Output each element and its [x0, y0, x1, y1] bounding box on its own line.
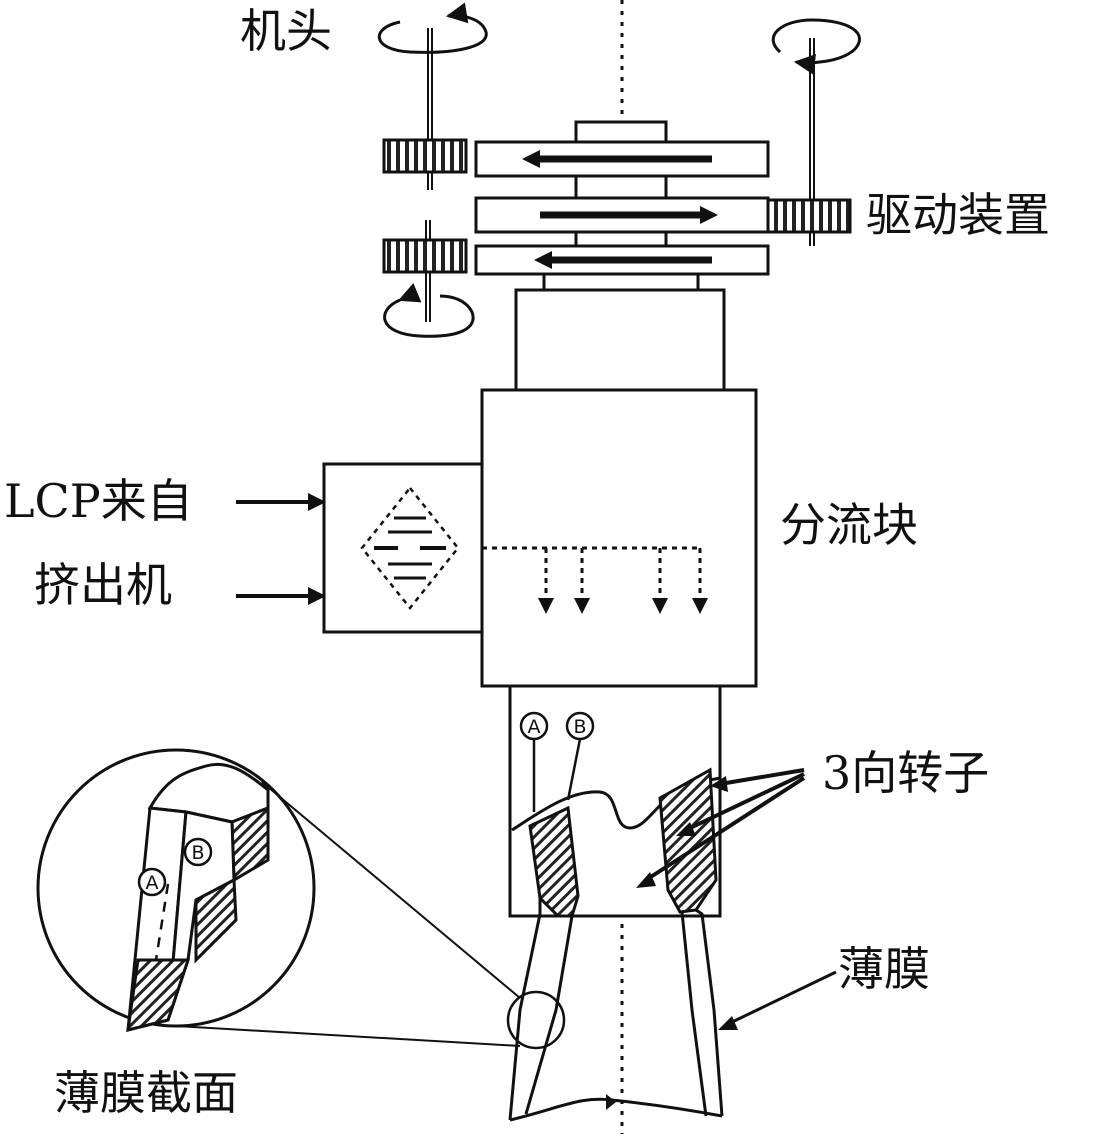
- label-rotor: 3向转子: [822, 746, 990, 800]
- gear-icon: [766, 198, 852, 234]
- rotate-arrow-icon: [771, 18, 861, 75]
- svg-text:B: B: [191, 842, 204, 864]
- rotor-leaders: [636, 768, 806, 888]
- label-film: 薄膜: [838, 942, 930, 996]
- label-splitter: 分流块: [780, 498, 918, 552]
- svg-text:A: A: [146, 872, 159, 894]
- rotate-arrow-icon: [383, 283, 475, 338]
- inlet-block: [322, 462, 484, 634]
- rotate-arrow-icon: [378, 2, 488, 54]
- flow-distribution: [482, 546, 702, 600]
- label-drive: 驱动装置: [866, 188, 1050, 242]
- gear-icon: [382, 238, 468, 274]
- label-lcp-extruder: 挤出机: [34, 558, 172, 612]
- film-section-detail: A B: [126, 762, 270, 1032]
- marker-b-rotor: B: [565, 711, 595, 801]
- film-tube: [508, 898, 724, 1122]
- left-spindle-bottom: [383, 220, 475, 338]
- gear-icon: [382, 138, 468, 174]
- drive-plate-3: [474, 244, 770, 276]
- callout-line-bottom: [175, 1025, 521, 1047]
- svg-text:B: B: [573, 716, 586, 738]
- film-leader: [718, 970, 837, 1030]
- callout-line-top: [261, 781, 521, 999]
- drive-hub: [574, 174, 668, 200]
- inlet-arrow-bottom: [236, 587, 326, 605]
- drive-plate-2: [474, 196, 770, 234]
- label-lcp-source: LCP来自: [4, 474, 193, 528]
- flow-diamond: [360, 485, 460, 611]
- svg-text:A: A: [528, 716, 541, 738]
- marker-a-rotor: A: [519, 711, 549, 812]
- upper-barrel: [514, 288, 726, 392]
- drive-collar: [542, 272, 700, 292]
- inlet-arrow-top: [236, 493, 326, 511]
- detail-circle-small: [506, 990, 566, 1050]
- drive-plate-1: [474, 140, 770, 178]
- label-film-section: 薄膜截面: [54, 1066, 238, 1120]
- label-machine-head: 机头: [240, 4, 332, 58]
- splitter-block: [480, 388, 758, 688]
